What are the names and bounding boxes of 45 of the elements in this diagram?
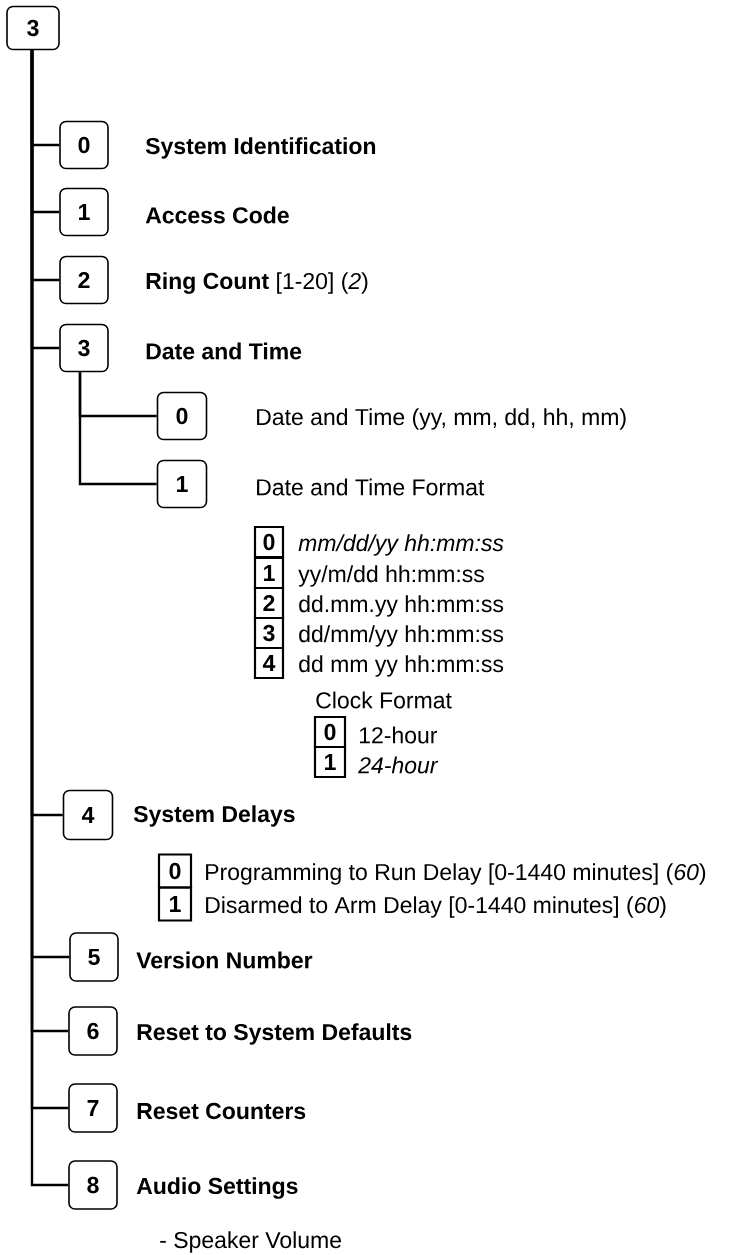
- number-box: 1: [59, 187, 109, 237]
- number-box: 4: [62, 789, 114, 841]
- number-box: 0: [59, 120, 109, 170]
- number-box: 6: [68, 1006, 118, 1056]
- option-box: 2: [253, 586, 285, 620]
- item-label: Date and Time (yy, mm, dd, hh, mm): [257, 408, 626, 430]
- number-box: 3: [6, 5, 60, 51]
- connector-line: [78, 372, 157, 486]
- item-title: Access Code: [145, 206, 289, 224]
- item-label: mm/dd/yy hh:mm:ss: [298, 534, 504, 556]
- item-label: 24-hour: [358, 756, 439, 774]
- text-label: - Speaker Volume: [160, 1231, 341, 1253]
- number-box: 0: [156, 391, 208, 441]
- number-box: 1: [156, 459, 208, 509]
- item-label: dd mm yy hh:mm:ss: [299, 655, 504, 677]
- item-title: Version Number: [136, 951, 313, 969]
- number-box: 3: [59, 323, 109, 373]
- option-box: 0: [313, 715, 347, 749]
- text-label: Clock Format: [316, 691, 452, 709]
- number-box: 2: [59, 255, 109, 305]
- item-title: Reset Counters: [137, 1102, 306, 1120]
- number-box: 8: [68, 1160, 118, 1210]
- item-label: Programming to Run Delay [0-1440 minutes] (60): [206, 863, 706, 885]
- item-title: Audio Settings: [136, 1177, 298, 1199]
- number-box: 5: [69, 932, 119, 982]
- option-box: 0: [157, 853, 193, 889]
- item-label: dd.mm.yy hh:mm:ss: [299, 595, 504, 617]
- option-box: 1: [313, 745, 347, 779]
- option-box: 1: [253, 556, 285, 590]
- item-label: Date and Time Format: [257, 478, 485, 496]
- item-title: Reset to System Defaults: [137, 1023, 412, 1045]
- option-box: 0: [253, 525, 285, 559]
- item-label: yy/m/dd hh:mm:ss: [298, 565, 484, 587]
- item-label: [1-20] (2): [277, 272, 368, 294]
- item-label: 12-hour: [359, 726, 438, 744]
- item-title: Date and Time: [146, 342, 302, 360]
- item-label: Disarmed to Arm Delay [0-1440 minutes] (60): [206, 896, 666, 918]
- item-title: System Identification: [145, 137, 376, 159]
- item-label: dd/mm/yy hh:mm:ss: [299, 625, 504, 647]
- item-title: System Delays: [133, 805, 295, 827]
- option-box: 3: [253, 616, 285, 650]
- item-title: Ring Count: [146, 272, 269, 294]
- number-box: 7: [68, 1083, 118, 1133]
- option-box: 4: [253, 646, 285, 680]
- option-box: 1: [157, 886, 193, 922]
